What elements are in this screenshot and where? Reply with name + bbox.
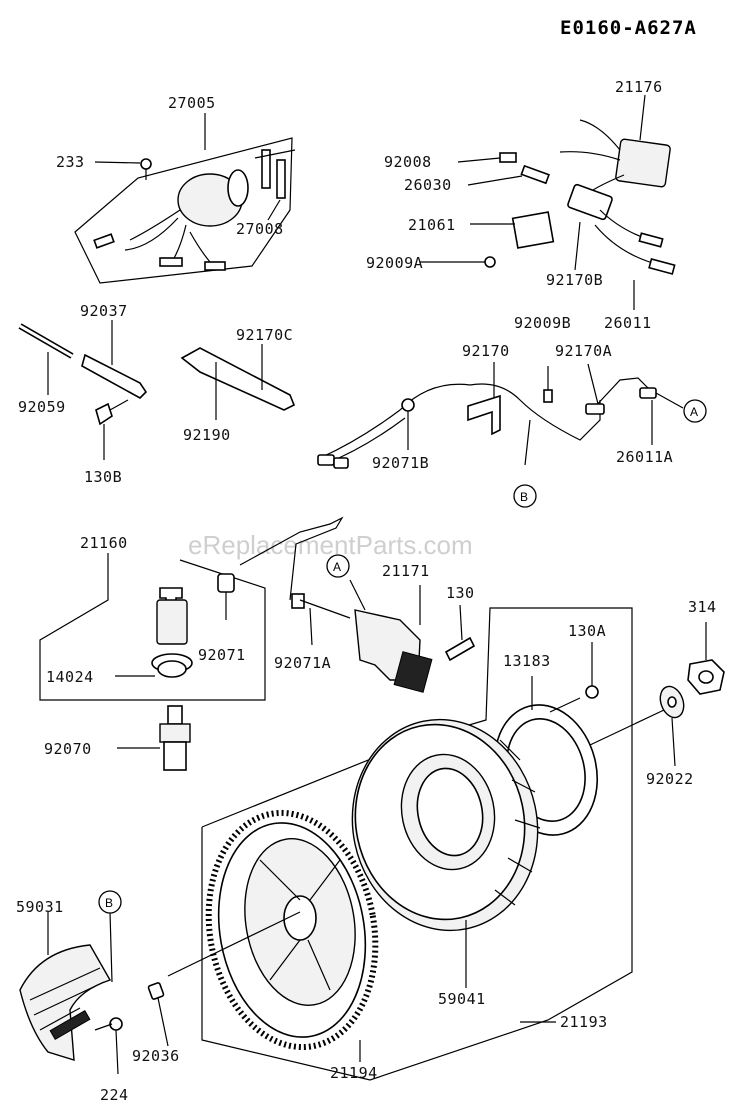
svg-text:A: A — [690, 405, 698, 419]
nut-washer-group — [589, 622, 725, 767]
label-27008: 27008 — [236, 220, 284, 238]
label-26030: 26030 — [404, 176, 452, 194]
ignition-coil-group — [239, 516, 476, 693]
label-59031: 59031 — [16, 898, 64, 916]
label-92070: 92070 — [44, 740, 92, 758]
label-92071A: 92071A — [274, 654, 331, 672]
label-92170C: 92170C — [236, 326, 293, 344]
label-59041: 59041 — [438, 990, 486, 1008]
ignition-module-group — [420, 94, 676, 310]
label-21160: 21160 — [80, 534, 128, 552]
svg-text:B: B — [520, 490, 528, 504]
strap-group — [180, 344, 296, 420]
watermark: eReplacementParts.com — [188, 530, 473, 560]
callout-a-lower: A — [326, 554, 350, 578]
bracket-92170 — [467, 394, 501, 436]
label-92071: 92071 — [198, 646, 246, 664]
label-92190: 92190 — [183, 426, 231, 444]
label-130: 130 — [446, 584, 475, 602]
label-27005: 27005 — [168, 94, 216, 112]
label-26011A: 26011A — [616, 448, 673, 466]
wiring-harness-group — [317, 362, 684, 469]
diagram-code: E0160-A627A — [560, 17, 697, 39]
spark-plug-group — [39, 553, 266, 771]
cooling-fan-59041 — [351, 718, 541, 988]
label-21176: 21176 — [615, 78, 663, 96]
label-92170: 92170 — [462, 342, 510, 360]
svg-text:B: B — [105, 896, 113, 910]
label-21171: 21171 — [382, 562, 430, 580]
label-92009A: 92009A — [366, 254, 423, 272]
label-26011: 26011 — [604, 314, 652, 332]
label-92071B: 92071B — [372, 454, 429, 472]
label-21061: 21061 — [408, 216, 456, 234]
label-92170A: 92170A — [555, 342, 612, 360]
label-314: 314 — [688, 598, 717, 616]
starter-motor-group — [74, 113, 296, 284]
label-130A: 130A — [568, 622, 606, 640]
label-13183: 13183 — [503, 652, 551, 670]
svg-text:A: A — [333, 560, 341, 574]
label-92170B: 92170B — [546, 271, 603, 289]
label-21193: 21193 — [560, 1013, 608, 1031]
label-92008: 92008 — [384, 153, 432, 171]
label-233: 233 — [56, 153, 85, 171]
label-14024: 14024 — [46, 668, 94, 686]
label-92036: 92036 — [132, 1047, 180, 1065]
label-92022: 92022 — [646, 770, 694, 788]
pipe-and-clamp-group — [18, 320, 148, 460]
label-92037: 92037 — [80, 302, 128, 320]
label-130B: 130B — [84, 468, 122, 486]
key-92036 — [147, 982, 169, 1047]
label-92009B: 92009B — [514, 314, 571, 332]
label-92059: 92059 — [18, 398, 66, 416]
ignition-module — [615, 138, 671, 188]
label-224: 224 — [100, 1086, 129, 1104]
shroud-59031 — [19, 911, 123, 1075]
bracket-21061 — [511, 211, 555, 249]
callout-a-upper: A — [683, 399, 707, 423]
flywheel-21194 — [167, 809, 379, 1062]
callout-b-upper: B — [513, 484, 537, 508]
callout-b-lower: B — [98, 890, 122, 914]
label-21194: 21194 — [330, 1064, 378, 1082]
